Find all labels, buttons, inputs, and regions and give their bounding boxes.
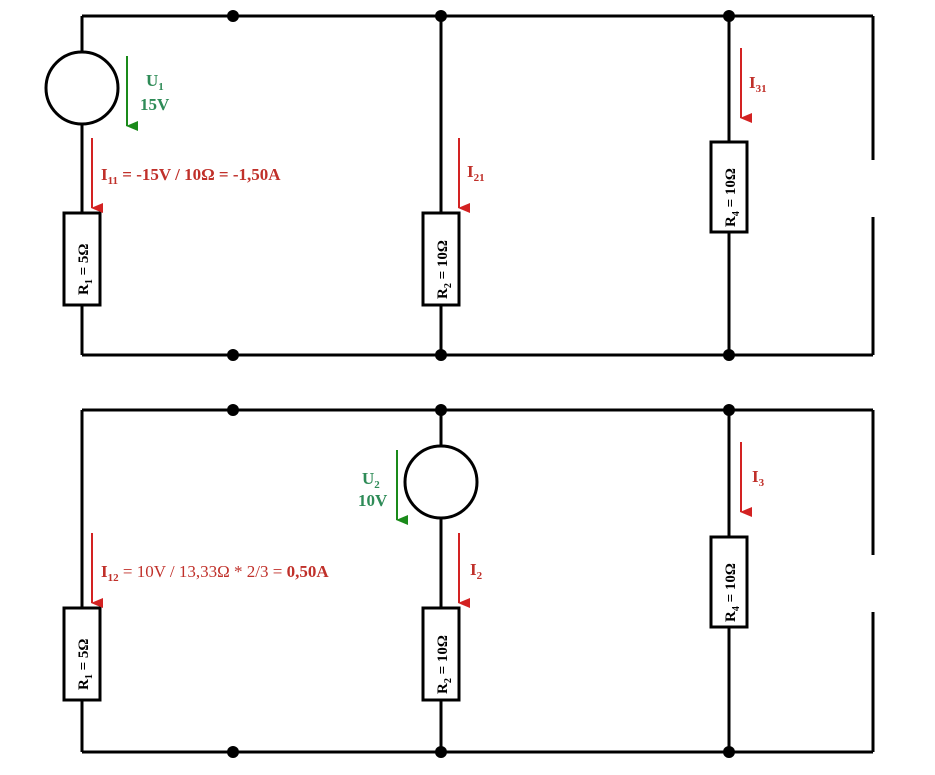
resistor-label-r2: R2 = 10Ω (435, 240, 454, 299)
current-label-i3: I3 (752, 467, 765, 489)
resistor-label-r2: R2 = 10Ω (435, 635, 454, 694)
source-value-u1: 15V (140, 95, 170, 114)
node-dot (227, 404, 239, 416)
source-value-u2: 10V (358, 491, 388, 510)
current-label-i31: I31 (749, 73, 767, 95)
node-dot (227, 746, 239, 758)
source-label-u1: U1 (146, 71, 164, 93)
resistor-r4 (709, 535, 749, 629)
node-dot (723, 10, 735, 22)
resistor-label-r1: R1 = 5Ω (76, 244, 95, 295)
resistor-label-r4: R4 = 10Ω (723, 563, 742, 622)
node-dot (723, 404, 735, 416)
resistor-r1 (62, 606, 102, 702)
node-dot (227, 10, 239, 22)
node-dot (435, 349, 447, 361)
node-dot (723, 746, 735, 758)
node-dot (435, 404, 447, 416)
source-label-u2: U2 (362, 469, 380, 491)
resistor-label-r1: R1 = 5Ω (76, 639, 95, 690)
node-dot (435, 10, 447, 22)
current-label-i21: I21 (467, 162, 485, 184)
node-dot (227, 349, 239, 361)
current-label-i12: I12 = 10V / 13,33Ω * 2/3 = 0,50A (101, 562, 329, 584)
resistor-r2 (421, 606, 461, 702)
resistor-label-r4: R4 = 10Ω (723, 168, 742, 227)
node-dot (435, 746, 447, 758)
current-label-i2: I2 (470, 560, 483, 582)
voltage-source-u2 (403, 444, 479, 520)
resistor-r2 (421, 211, 461, 307)
resistor-r4 (709, 140, 749, 234)
resistor-r1 (62, 211, 102, 307)
circuit-2: U2 10V R1 = 5Ω R2 = 10Ω R4 = 10Ω I12 = 1… (62, 404, 875, 758)
voltage-source-u1 (44, 50, 120, 126)
node-dot (723, 349, 735, 361)
current-label-i11: I11 = -15V / 10Ω = -1,50A (101, 165, 281, 187)
circuit-1: U1 15V R1 = 5Ω R2 = 10Ω R4 = 10Ω I11 = -… (44, 10, 875, 361)
